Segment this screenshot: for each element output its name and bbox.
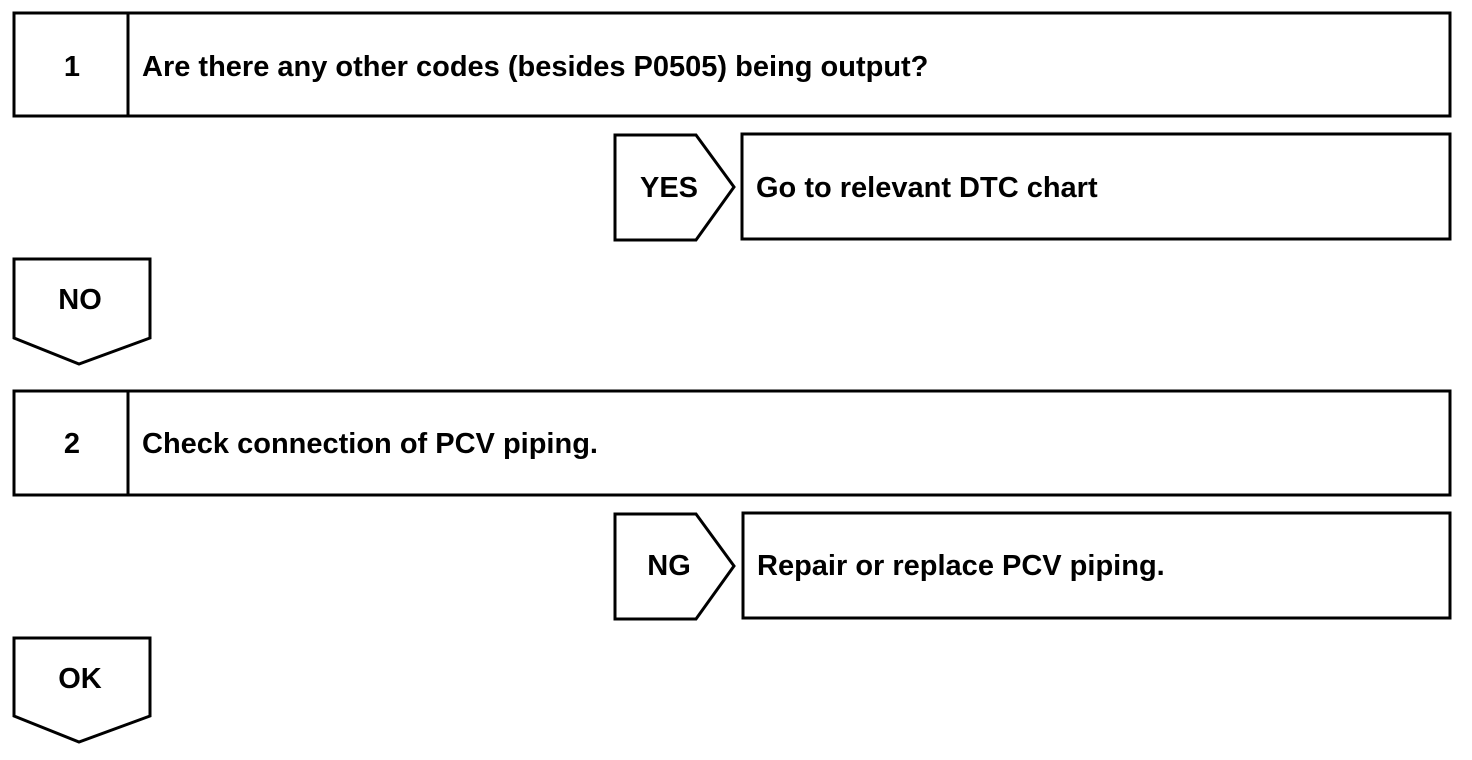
no-label: NO [58, 284, 102, 316]
step-1-frame [12, 11, 1452, 118]
yes-label: YES [640, 172, 698, 204]
step-1-question: Are there any other codes (besides P0505… [142, 51, 928, 83]
ng-result-text: Repair or replace PCV piping. [757, 550, 1165, 582]
ok-arrow-shape [12, 636, 152, 744]
yes-branch: YES Go to relevant DTC chart [613, 132, 1452, 242]
ng-result-box [741, 511, 1452, 620]
yes-result-text: Go to relevant DTC chart [756, 172, 1098, 204]
step-2-instruction: Check connection of PCV piping. [142, 428, 598, 460]
step-1-box: 1 Are there any other codes (besides P05… [12, 11, 1452, 118]
yes-result-box [740, 132, 1452, 241]
no-arrow-shape [12, 257, 152, 366]
step-2-number: 2 [64, 428, 80, 460]
ok-flow-arrow: OK [12, 636, 152, 744]
step-2-frame [12, 389, 1452, 497]
ng-arrow-tag [613, 512, 736, 621]
step-1-number: 1 [64, 51, 80, 83]
no-flow-arrow: NO [12, 257, 152, 366]
step-2-box: 2 Check connection of PCV piping. [12, 389, 1452, 497]
yes-arrow-tag [613, 133, 736, 242]
ng-label: NG [647, 550, 691, 582]
ng-branch: NG Repair or replace PCV piping. [613, 511, 1452, 621]
ok-label: OK [58, 663, 102, 695]
